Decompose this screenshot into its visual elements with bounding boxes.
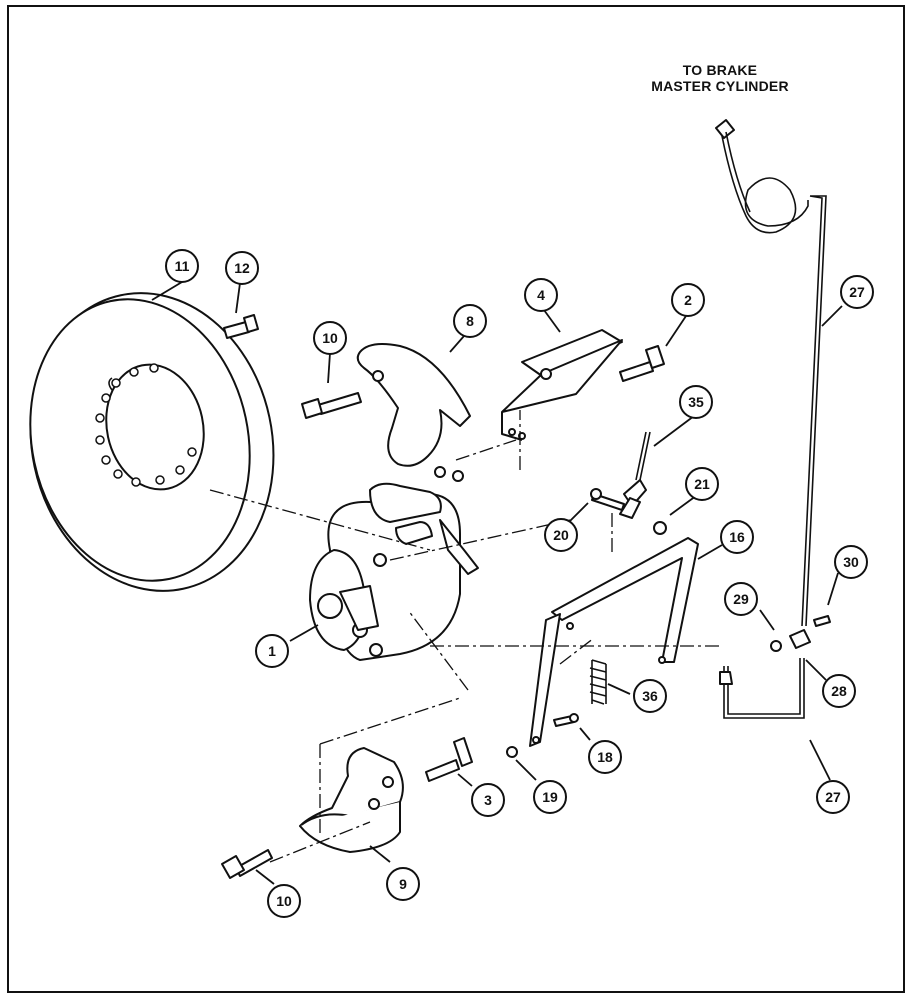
nut-part-29 <box>770 640 782 652</box>
lower-caliper-bracket <box>299 747 404 853</box>
callout-9: 9 <box>386 867 420 901</box>
note-line-1: TO BRAKE <box>682 62 758 78</box>
callout-18: 18 <box>588 740 622 774</box>
callout-19-label: 19 <box>542 789 558 805</box>
callout-29: 29 <box>724 582 758 616</box>
cable-part-35 <box>611 431 651 552</box>
bolt-part-12 <box>223 314 259 339</box>
callout-10-upper-label: 10 <box>322 330 338 346</box>
callout-16-label: 16 <box>729 529 745 545</box>
callout-28: 28 <box>822 674 856 708</box>
callout-16: 16 <box>720 520 754 554</box>
leader-lines <box>151 281 843 885</box>
callout-20-label: 20 <box>553 527 569 543</box>
callout-27-upper-label: 27 <box>849 284 865 300</box>
callout-27-upper: 27 <box>840 275 874 309</box>
callout-27-lower-label: 27 <box>825 789 841 805</box>
callout-20: 20 <box>544 518 578 552</box>
brake-caliper-assembly <box>309 482 479 661</box>
clip-part-28 <box>789 629 811 649</box>
screw-part-18 <box>553 713 579 727</box>
alignment-centerlines <box>209 410 720 863</box>
callout-1: 1 <box>255 634 289 668</box>
callout-11: 11 <box>165 249 199 283</box>
bolt-part-10-lower <box>221 849 273 879</box>
note-line-2: MASTER CYLINDER <box>651 78 789 94</box>
callout-11-label: 11 <box>175 258 190 274</box>
bolt-part-3 <box>425 737 473 782</box>
callout-36: 36 <box>633 679 667 713</box>
callout-1-label: 1 <box>268 643 276 659</box>
brake-line-part-27 <box>715 119 827 719</box>
callout-12-label: 12 <box>234 260 250 276</box>
callout-4-label: 4 <box>537 287 545 303</box>
upper-caliper-bracket <box>356 343 471 482</box>
callout-21-label: 21 <box>694 476 710 492</box>
callout-3: 3 <box>471 783 505 817</box>
callout-10-lower-label: 10 <box>276 893 292 909</box>
spring-part-36 <box>589 659 607 705</box>
callout-35-label: 35 <box>688 394 704 410</box>
callout-29-label: 29 <box>733 591 749 607</box>
callout-36-label: 36 <box>642 688 658 704</box>
washer-part-19 <box>506 746 518 758</box>
callout-30: 30 <box>834 545 868 579</box>
callout-12: 12 <box>225 251 259 285</box>
callout-2-label: 2 <box>684 292 692 308</box>
callout-10-lower: 10 <box>267 884 301 918</box>
callout-10-upper: 10 <box>313 321 347 355</box>
callout-35: 35 <box>679 385 713 419</box>
callout-28-label: 28 <box>831 683 847 699</box>
screw-part-30 <box>813 615 831 627</box>
brake-disc <box>29 292 275 592</box>
callout-8: 8 <box>453 304 487 338</box>
bolt-part-10-upper <box>301 392 362 419</box>
brake-master-cylinder-note: TO BRAKE MASTER CYLINDER <box>610 62 830 94</box>
callout-9-label: 9 <box>399 876 407 892</box>
callout-27-lower: 27 <box>816 780 850 814</box>
callout-3-label: 3 <box>484 792 492 808</box>
mounting-plate-part-4 <box>501 329 623 441</box>
pin-part-20 <box>590 488 625 511</box>
callout-21: 21 <box>685 467 719 501</box>
bolt-part-2 <box>619 345 665 382</box>
callout-2: 2 <box>671 283 705 317</box>
callout-30-label: 30 <box>843 554 859 570</box>
nut-part-21 <box>653 521 667 535</box>
brake-lever-part-16 <box>529 537 699 747</box>
callout-18-label: 18 <box>597 749 613 765</box>
callout-19: 19 <box>533 780 567 814</box>
callout-4: 4 <box>524 278 558 312</box>
callout-8-label: 8 <box>466 313 474 329</box>
